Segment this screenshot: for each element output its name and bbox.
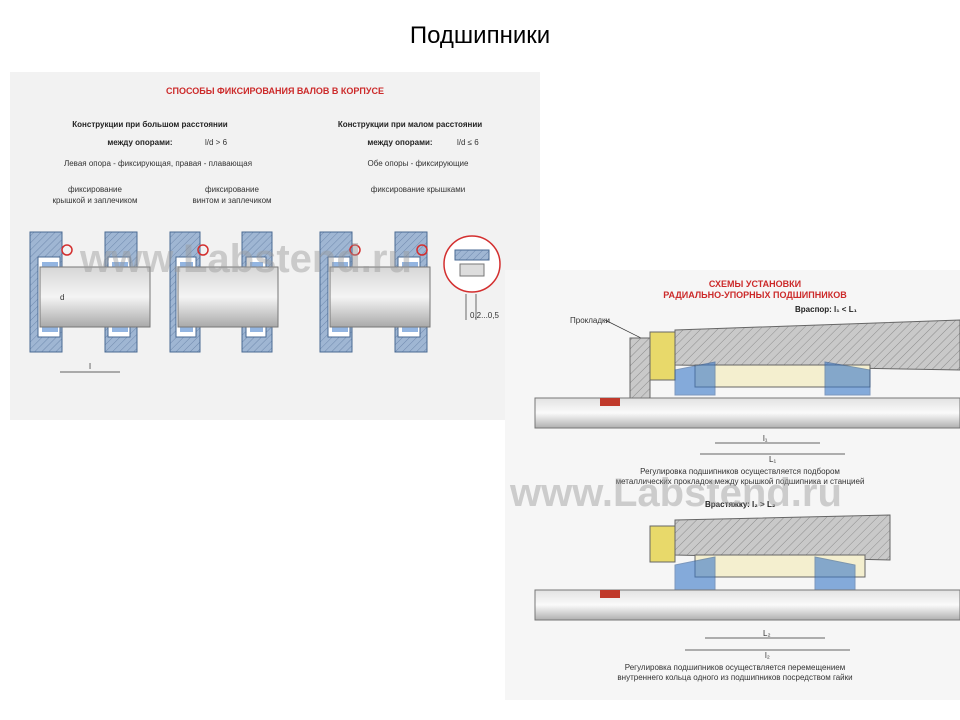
left-watermark: www.Labstend.ru: [79, 237, 412, 281]
scheme1-note-line1: Регулировка подшипников осуществляется п…: [640, 467, 840, 476]
col1-subheading: между опорами:: [107, 138, 172, 147]
assembly-fixing-by-covers: [319, 231, 431, 353]
slide-title: Подшипники: [409, 22, 551, 49]
scheme1-label: Враспор: l₁ < L₁: [795, 305, 858, 314]
right-watermark: www.Labstend.ru: [509, 471, 842, 515]
left-diagram-title: СПОСОБЫ ФИКСИРОВАНИЯ ВАЛОВ В КОРПУСЕ: [166, 86, 384, 96]
assembly-fixing-by-screw: [169, 231, 279, 353]
variant2-label-line1: фиксирование: [205, 185, 260, 194]
right-title-line2: РАДИАЛЬНО-УПОРНЫХ ПОДШИПНИКОВ: [663, 290, 847, 300]
shaft-fixing-diagram: СПОСОБЫ ФИКСИРОВАНИЯ ВАЛОВ В КОРПУСЕ Кон…: [10, 72, 540, 420]
dim-l1: l₁: [763, 434, 768, 443]
bearing-schemes-svg: СХЕМЫ УСТАНОВКИ РАДИАЛЬНО-УПОРНЫХ ПОДШИП…: [509, 279, 960, 682]
variant2-label-line2: винтом и заплечиком: [192, 196, 271, 205]
col1-description: Левая опора - фиксирующая, правая - плав…: [64, 159, 252, 168]
gaskets-label: Прокладки: [570, 316, 610, 325]
col1-ratio: l/d > 6: [205, 138, 228, 147]
scheme-face-to-face: l₁ L₁: [534, 319, 960, 464]
scheme2-note-line1: Регулировка подшипников осуществляется п…: [625, 663, 846, 672]
variant3-label: фиксирование крышками: [371, 185, 465, 194]
col2-description: Обе опоры - фиксирующие: [368, 159, 469, 168]
scheme-back-to-back: L₂ l₂: [534, 514, 960, 660]
dim-l-label: l: [89, 362, 91, 371]
dim-L1: L₁: [769, 455, 776, 464]
dim-l2: l₂: [765, 651, 770, 660]
scheme1-note-line2: металлических прокладок между крышкой по…: [616, 477, 865, 486]
scheme2-note-line2: внутреннего кольца одного из подшипников…: [617, 673, 852, 682]
shaft-fixing-svg: СПОСОБЫ ФИКСИРОВАНИЯ ВАЛОВ В КОРПУСЕ Кон…: [29, 86, 501, 373]
scheme2-label: Врастяжку: l₂ > L₂: [705, 500, 776, 509]
gap-label: 0,2...0,5: [470, 311, 499, 320]
dim-d-label: d: [60, 293, 64, 302]
assembly-fixing-by-cover: l d: [29, 231, 151, 373]
col2-ratio: l/d ≤ 6: [457, 138, 479, 147]
col2-subheading: между опорами:: [367, 138, 432, 147]
magnified-gap-detail: 0,2...0,5: [443, 235, 501, 320]
variant1-label-line2: крышкой и заплечиком: [52, 196, 137, 205]
col2-heading: Конструкции при малом расстоянии: [338, 120, 482, 129]
dim-L2: L₂: [763, 629, 771, 638]
angular-contact-bearing-schemes: СХЕМЫ УСТАНОВКИ РАДИАЛЬНО-УПОРНЫХ ПОДШИП…: [505, 270, 960, 700]
right-title-line1: СХЕМЫ УСТАНОВКИ: [709, 279, 801, 289]
col1-heading: Конструкции при большом расстоянии: [72, 120, 228, 129]
variant1-label-line1: фиксирование: [68, 185, 123, 194]
